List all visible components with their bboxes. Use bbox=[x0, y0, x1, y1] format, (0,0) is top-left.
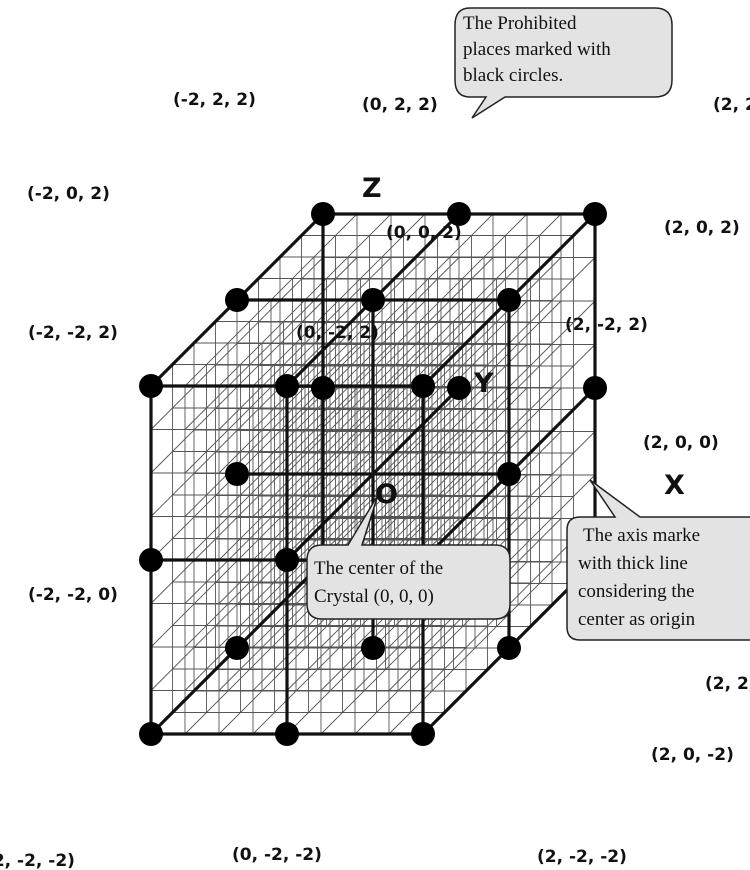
callout-axis-line-2: with thick line bbox=[578, 553, 688, 574]
callout-axis: The axis marke with thick line consideri… bbox=[566, 479, 750, 641]
grid-line-y bbox=[320, 257, 494, 430]
prohibited-place-marker bbox=[497, 636, 521, 660]
callout-axis-line-3: considering the bbox=[578, 581, 695, 602]
prohibited-place-marker bbox=[447, 202, 471, 226]
prohibited-place-marker bbox=[447, 376, 471, 400]
callout-center-line-1: The center of the bbox=[314, 558, 443, 579]
coord-label-m2-m2-0: (-2, -2, 0) bbox=[28, 585, 118, 605]
coord-label-0-0-2: (0, 0, 2) bbox=[386, 223, 462, 243]
callout-prohibited-line-3: black circles. bbox=[463, 65, 563, 86]
y-axis-label: Y bbox=[473, 368, 494, 399]
prohibited-place-marker bbox=[139, 722, 163, 746]
callout-axis-line-4: center as origin bbox=[578, 609, 696, 630]
coord-label-2-0-0: (2, 0, 0) bbox=[643, 433, 719, 453]
coord-label-0-m2-2: (0, -2, 2) bbox=[296, 323, 379, 343]
callout-center-line-2: Crystal (0, 0, 0) bbox=[314, 586, 434, 607]
prohibited-place-marker bbox=[139, 548, 163, 572]
grid-line-y bbox=[388, 300, 562, 474]
prohibited-place-marker bbox=[311, 202, 335, 226]
coord-label-2-m2-m2: (2, -2, -2) bbox=[537, 847, 627, 867]
prohibited-place-marker bbox=[311, 376, 335, 400]
grid-line-y bbox=[388, 344, 562, 517]
prohibited-place-marker bbox=[275, 374, 299, 398]
prohibited-place-marker bbox=[225, 288, 249, 312]
grid-line-y bbox=[388, 257, 562, 430]
coord-label-2-0-m2: (2, 0, -2) bbox=[651, 745, 734, 765]
coord-label-m2-m2-2: (-2, -2, 2) bbox=[28, 323, 118, 343]
prohibited-place-marker bbox=[225, 462, 249, 486]
prohibited-place-marker bbox=[275, 722, 299, 746]
prohibited-place-marker bbox=[225, 636, 249, 660]
coord-label-2-2-m2: (2, 2, -2) bbox=[705, 674, 750, 694]
grid-line-y bbox=[354, 257, 528, 430]
callout-prohibited-line-2: places marked with bbox=[463, 39, 611, 60]
callout-axis-line-1: The axis marke bbox=[583, 525, 700, 546]
coord-label-m2-2-2: (-2, 2, 2) bbox=[173, 90, 256, 110]
coord-label-2-2-2: (2, 2, 2) bbox=[713, 95, 750, 115]
callout-prohibited-line-1: The Prohibited bbox=[463, 13, 577, 34]
coord-label-0-m2-m2: (0, -2, -2) bbox=[232, 845, 322, 865]
prohibited-place-marker bbox=[411, 722, 435, 746]
prohibited-place-marker bbox=[275, 548, 299, 572]
x-axis-label: X bbox=[664, 470, 685, 501]
prohibited-place-marker bbox=[583, 376, 607, 400]
coord-label-0-2-2: (0, 2, 2) bbox=[362, 95, 438, 115]
prohibited-place-marker bbox=[497, 462, 521, 486]
prohibited-place-marker bbox=[583, 202, 607, 226]
grid-line-y bbox=[354, 300, 528, 474]
grid-line-y bbox=[354, 344, 528, 517]
coord-label-2-0-2: (2, 0, 2) bbox=[664, 218, 740, 238]
callout-center: The center of the Crystal (0, 0, 0) bbox=[306, 494, 511, 620]
prohibited-place-marker bbox=[361, 636, 385, 660]
prohibited-place-marker bbox=[411, 374, 435, 398]
prohibited-place-marker bbox=[139, 374, 163, 398]
prohibited-place-marker bbox=[497, 288, 521, 312]
grid-line-y bbox=[320, 344, 494, 517]
coord-label-2-m2-2: (2, -2, 2) bbox=[565, 315, 648, 335]
coord-label-m2-0-2: (-2, 0, 2) bbox=[27, 184, 110, 204]
callout-prohibited: The Prohibited places marked with black … bbox=[454, 7, 673, 119]
prohibited-place-marker bbox=[361, 288, 385, 312]
coord-label-m2-m2-m2: (-2, -2, -2) bbox=[0, 851, 75, 870]
origin-label: O bbox=[375, 479, 398, 510]
z-axis-label: Z bbox=[362, 173, 382, 204]
